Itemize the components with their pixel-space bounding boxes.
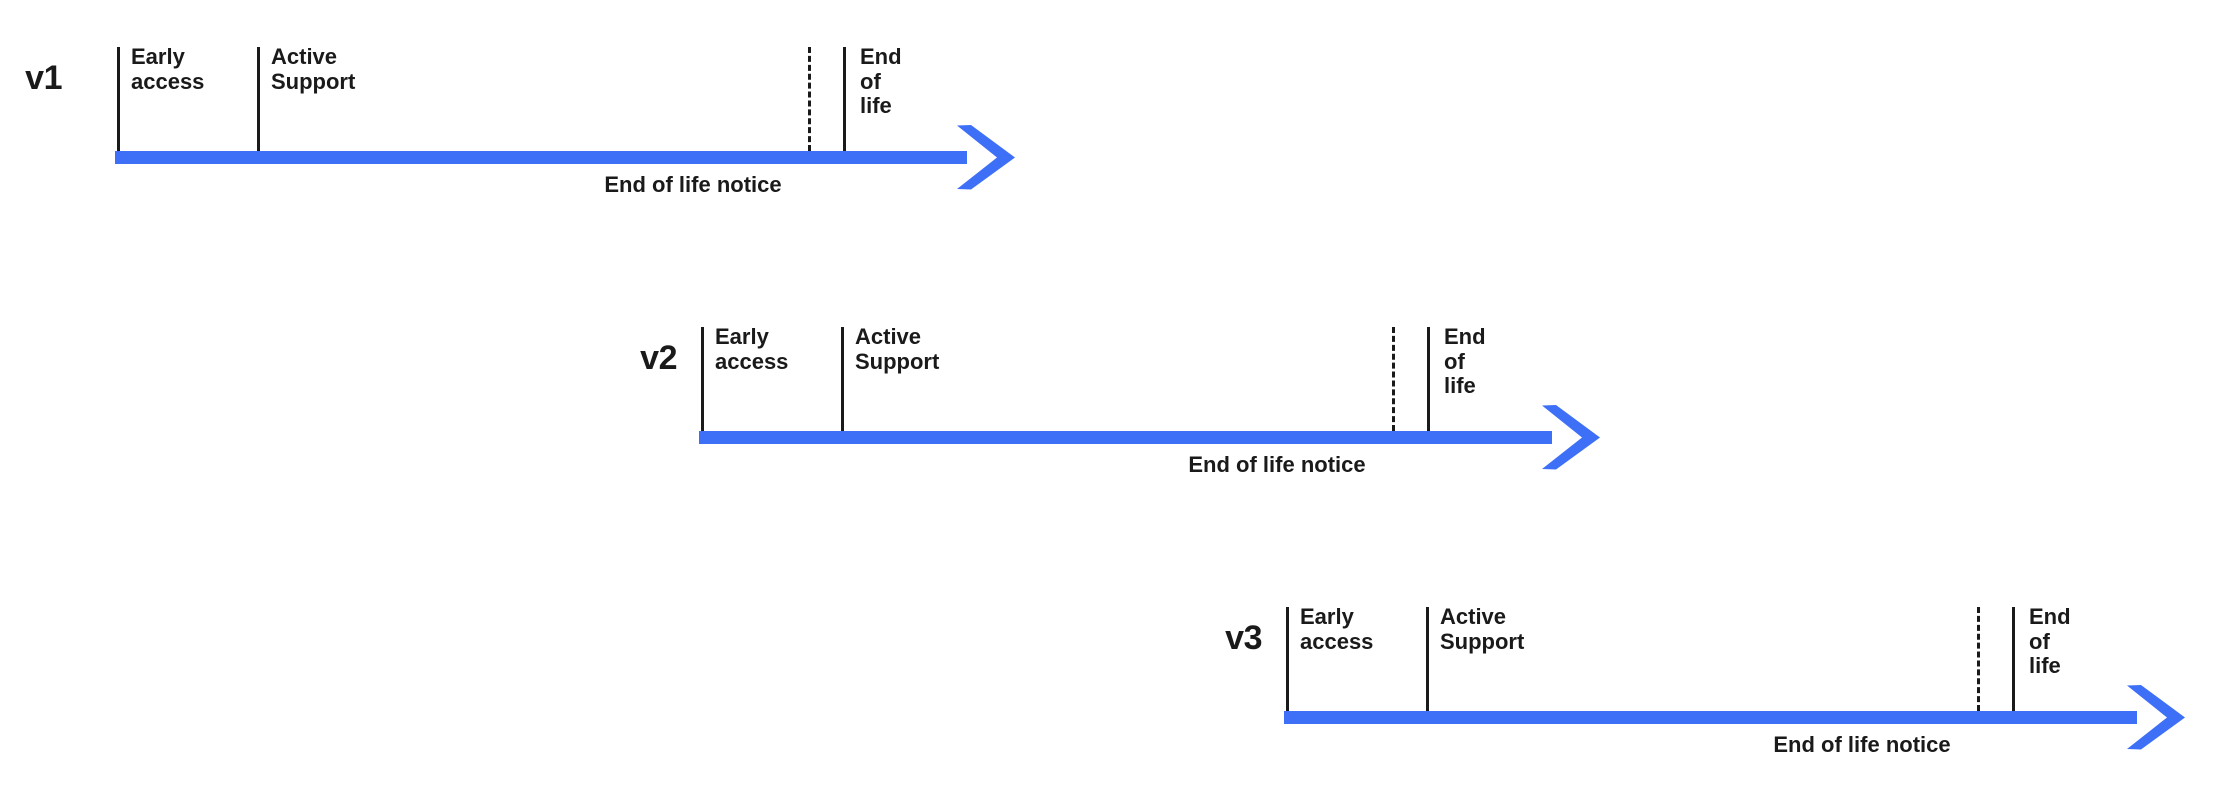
phase-label-active-support-v2: Active Support: [855, 324, 940, 374]
eol-notice-marker-v2-2: [1392, 327, 1395, 431]
phase-label-end-of-life-v3: End of life: [2029, 604, 2071, 679]
arrow-shaft: [1284, 711, 2137, 724]
end-of-life-notice-label-v1: End of life notice: [604, 172, 782, 197]
phase-divider-v1-0: [117, 47, 120, 151]
version-label-v1: v1: [25, 59, 62, 97]
phase-label-early-access-v1: Early access: [131, 44, 205, 94]
phase-divider-v1-1: [257, 47, 260, 151]
end-of-life-notice-label-v3: End of life notice: [1773, 732, 1951, 757]
phase-divider-v3-0: [1286, 607, 1289, 711]
phase-label-active-support-v3: Active Support: [1440, 604, 1525, 654]
phase-label-active-support-v1: Active Support: [271, 44, 356, 94]
phase-label-early-access-v3: Early access: [1300, 604, 1374, 654]
phase-divider-v2-0: [701, 327, 704, 431]
arrow-head-icon: [2127, 685, 2185, 750]
timeline-arrow-v2: [699, 405, 1600, 489]
arrow-shaft: [115, 151, 967, 164]
timeline-arrow-v3: [1284, 685, 2185, 769]
end-of-life-notice-label-v2: End of life notice: [1188, 452, 1366, 477]
phase-divider-v1-3: [843, 47, 846, 151]
arrow-head-icon: [1542, 405, 1600, 470]
phase-label-early-access-v2: Early access: [715, 324, 789, 374]
phase-divider-v3-1: [1426, 607, 1429, 711]
arrow-head-icon: [957, 125, 1015, 190]
timeline-arrow-v1: [115, 125, 1015, 209]
phase-label-end-of-life-v1: End of life: [860, 44, 902, 119]
phase-divider-v2-1: [841, 327, 844, 431]
version-label-v3: v3: [1225, 619, 1262, 657]
phase-label-end-of-life-v2: End of life: [1444, 324, 1486, 399]
eol-notice-marker-v3-2: [1977, 607, 1980, 711]
arrow-shaft: [699, 431, 1552, 444]
phase-divider-v2-3: [1427, 327, 1430, 431]
eol-notice-marker-v1-2: [808, 47, 811, 151]
version-label-v2: v2: [640, 339, 677, 377]
phase-divider-v3-3: [2012, 607, 2015, 711]
